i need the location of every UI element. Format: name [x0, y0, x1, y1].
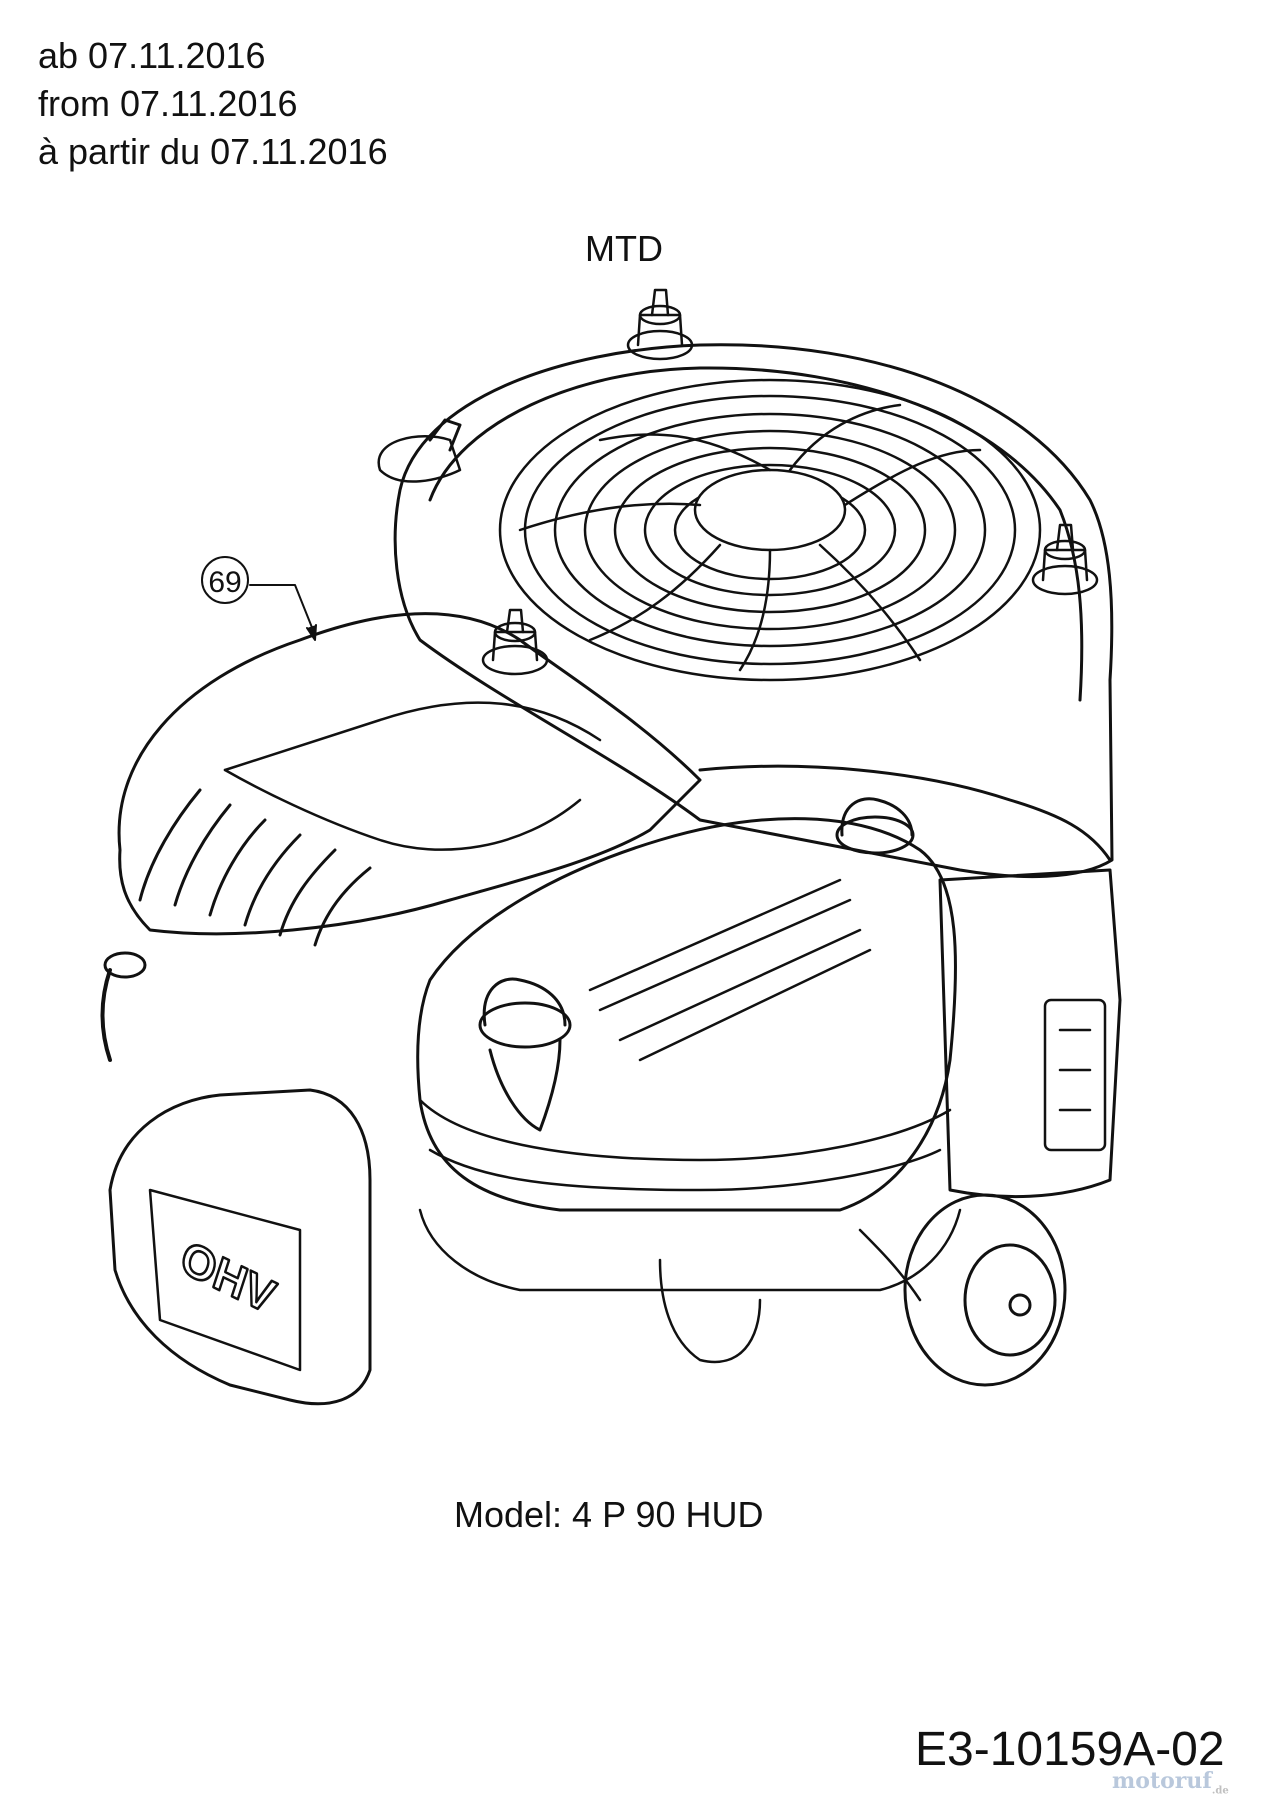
watermark-text: motoruf	[1112, 1768, 1212, 1794]
housing-nut	[1031, 523, 1099, 596]
date-line-fr: à partir du 07.11.2016	[38, 131, 388, 172]
fan-grille	[498, 378, 1042, 682]
fill-cap	[478, 977, 572, 1132]
cylinder-shroud	[117, 612, 702, 936]
date-block: ab 07.11.2016 from 07.11.2016 à partir d…	[38, 32, 388, 176]
brand-label: MTD	[585, 228, 663, 269]
cooling-fins	[138, 788, 372, 947]
watermark-suffix: .de	[1211, 1785, 1229, 1797]
watermark-logo: motoruf.de	[1112, 1768, 1229, 1796]
callout-69-number: 69	[208, 566, 241, 599]
crankcase	[938, 868, 1122, 1199]
drawing-code: E3-10159A-02	[915, 1723, 1225, 1776]
fill-cap	[835, 797, 915, 855]
ohv-cover-text: OHV	[175, 1230, 282, 1323]
date-line-en: from 07.11.2016	[38, 83, 298, 124]
housing-nut	[626, 288, 694, 361]
housing-nut	[481, 608, 549, 676]
oil-filter	[903, 1193, 1067, 1387]
blower-housing	[393, 343, 1114, 879]
valve-cover	[108, 1088, 372, 1406]
center-cover	[416, 817, 958, 1212]
model-label: Model: 4 P 90 HUD	[454, 1494, 764, 1535]
date-line-de: ab 07.11.2016	[38, 35, 266, 76]
callout-69-leader	[249, 584, 317, 641]
callout-69-circle	[201, 556, 249, 604]
